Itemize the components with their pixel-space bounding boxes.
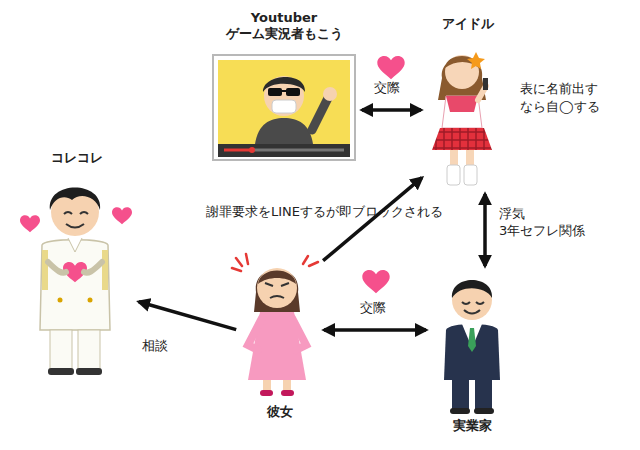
character-node: Youtuber ゲーム実況者もこう bbox=[210, 10, 358, 160]
relation-label: 交際 bbox=[358, 300, 388, 317]
character-node: 実業家 bbox=[430, 270, 515, 434]
note-text: 表に名前出すなら自◯する bbox=[520, 80, 604, 115]
character-node: アイドル bbox=[425, 16, 510, 190]
relation-arrow bbox=[362, 108, 421, 112]
relation-label: 相談 bbox=[140, 338, 170, 355]
character-node: 彼女 bbox=[240, 258, 320, 420]
character-name: 彼女 bbox=[267, 404, 293, 420]
relation-label: 浮気 3年セフレ関係 bbox=[497, 206, 601, 240]
heart-icon bbox=[362, 270, 389, 293]
heart-icon bbox=[377, 56, 404, 79]
relation-label: 交際 bbox=[372, 80, 402, 97]
video-player bbox=[213, 55, 355, 160]
character-name: 実業家 bbox=[453, 418, 492, 434]
businessman-figure bbox=[444, 280, 500, 414]
relation-arrow bbox=[483, 194, 487, 266]
host-figure bbox=[20, 188, 132, 376]
relation-label: 謝罪要求をLINEするが即ブロックされる bbox=[204, 204, 344, 221]
character-name: アイドル bbox=[442, 16, 494, 32]
relation-arrow bbox=[139, 302, 236, 330]
idol-figure bbox=[432, 52, 492, 185]
relation-arrow bbox=[324, 328, 426, 332]
character-name: Youtuber ゲーム実況者もこう bbox=[210, 10, 358, 43]
character-node: コレコレ bbox=[18, 150, 135, 380]
character-name: コレコレ bbox=[51, 150, 103, 166]
girlfriend-figure bbox=[232, 254, 318, 396]
